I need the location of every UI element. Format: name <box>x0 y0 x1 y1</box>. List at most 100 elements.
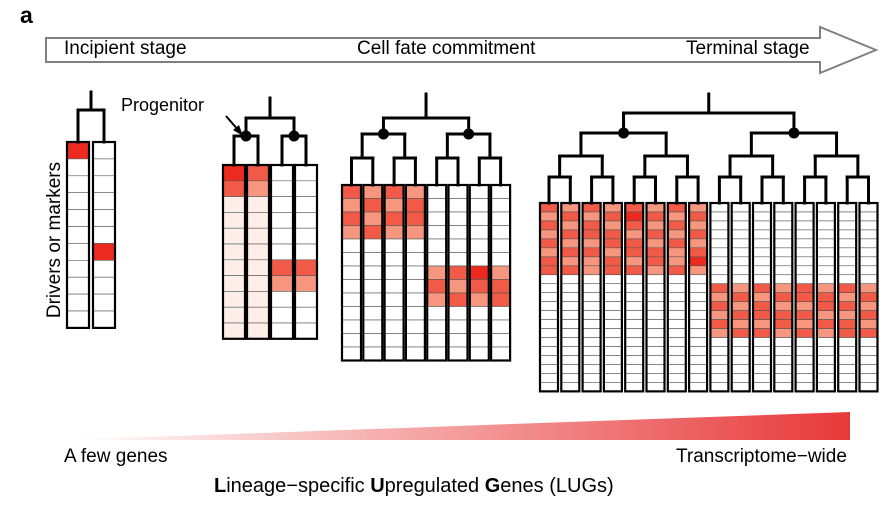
stage-4-sixteen-lineages-col-16-cell-6 <box>859 247 878 258</box>
stage-2-four-lineages-col-1-cell-3 <box>222 196 246 213</box>
stage-3-eight-lineages-col-1-cell-1 <box>341 184 362 199</box>
stage-4-sixteen-lineages-col-1-cell-15 <box>539 328 559 338</box>
stage-4-sixteen-lineages-col-3-cell-10 <box>582 283 601 294</box>
stage-4-sixteen-lineages-col-1-cell-21 <box>539 382 559 392</box>
stage-4-sixteen-lineages-col-3-cell-4 <box>582 229 601 240</box>
stage-3-eight-lineages-col-5-cell-8 <box>426 279 447 294</box>
stage-2-four-lineages-col-2-cell-6 <box>246 243 270 261</box>
stage-4-sixteen-lineages-col-15-cell-4 <box>837 229 857 240</box>
stage-4-sixteen-lineages-col-15-cell-17 <box>837 346 857 356</box>
stage-4-sixteen-lineages-col-10-cell-2 <box>731 211 751 222</box>
stage-1-two-lineages-col-2-cell-11 <box>92 310 116 329</box>
stage-4-sixteen-lineages-col-11-cell-7 <box>752 256 772 267</box>
stage-4-sixteen-lineages-col-4-cell-9 <box>603 274 623 285</box>
stage-4-sixteen-lineages-col-5-cell-14 <box>624 319 644 329</box>
stage-4-sixteen-lineages-col-4-cell-17 <box>603 346 623 356</box>
stage-4-sixteen-lineages-col-8-cell-17 <box>688 346 708 356</box>
stage-4-sixteen-lineages-col-13-cell-8 <box>795 265 814 276</box>
stage-4-sixteen-lineages-col-3-cell-11 <box>582 292 601 302</box>
stage-4-sixteen-lineages-col-11-cell-17 <box>752 346 772 356</box>
stage-4-sixteen-lineages-col-16-cell-20 <box>859 373 878 383</box>
stage-4-sixteen-lineages-col-11-cell-14 <box>752 319 772 329</box>
stage-4-sixteen-lineages-col-2-cell-18 <box>560 355 580 365</box>
stage-4-sixteen-lineages-col-6-cell-9 <box>646 274 665 285</box>
stage-3-eight-lineages-col-8-cell-10 <box>490 306 511 321</box>
stage-4-sixteen-lineages-col-12-cell-9 <box>773 274 793 285</box>
stage-3-eight-lineages-col-6-cell-11 <box>448 319 468 334</box>
stage-4-sixteen-lineages-col-12-cell-19 <box>773 364 793 374</box>
stage-4-sixteen-lineages-col-2-cell-9 <box>560 274 580 285</box>
stage-2-four-lineages-col-4-cell-11 <box>294 322 318 340</box>
stage-4-sixteen-lineages-col-5-cell-9 <box>624 274 644 285</box>
stage-4-sixteen-lineages-col-9-cell-3 <box>710 220 729 231</box>
stage-2-four-lineages-col-3-cell-4 <box>270 212 294 229</box>
stage-4-sixteen-lineages-col-3-cell-15 <box>582 328 601 338</box>
stage-3-eight-lineages-col-3-cell-13 <box>384 346 404 361</box>
stage-4-sixteen-lineages-col-5-cell-18 <box>624 355 644 365</box>
stage-1-two-lineages-col-1-cell-11 <box>66 310 90 329</box>
lugs-title-part-1: ineage−specific <box>226 475 371 497</box>
stage-4-sixteen-lineages-col-6-cell-3 <box>646 220 665 231</box>
stage-2-four-lineages-col-3-cell-7 <box>270 259 294 276</box>
stage-4-sixteen-lineages-col-2-cell-3 <box>560 220 580 231</box>
stage-3-eight-lineages-col-5-cell-5 <box>426 238 447 253</box>
stage-3-eight-lineages-col-6-cell-13 <box>448 346 468 361</box>
stage-4-sixteen-lineages-col-14-cell-6 <box>816 247 836 258</box>
stage-4-sixteen-lineages-col-3-cell-7 <box>582 256 601 267</box>
stage-4-sixteen-lineages-col-7-cell-8 <box>667 265 687 276</box>
stage-2-four-lineages-col-3-cell-8 <box>270 275 294 292</box>
stage-4-sixteen-lineages-col-1-cell-5 <box>539 238 559 249</box>
stage-4-sixteen-lineages-col-13-cell-10 <box>795 283 814 294</box>
stage-1-two-lineages-col-2-cell-4 <box>92 192 116 210</box>
stage-1-two-lineages-col-1-cell-4 <box>66 192 90 210</box>
stage-4-sixteen-lineages-col-9-cell-6 <box>710 247 729 258</box>
stage-2-four-lineages-col-2-cell-5 <box>246 227 270 245</box>
stage-4-sixteen-lineages-col-12-cell-3 <box>773 220 793 231</box>
stage-3-eight-lineages-col-7-cell-5 <box>469 238 490 253</box>
stage-2-four-lineages-col-4-cell-3 <box>294 196 318 213</box>
stage-4-sixteen-lineages-col-12-cell-6 <box>773 247 793 258</box>
stage-4-sixteen-lineages-col-15-cell-6 <box>837 247 857 258</box>
stage-4-sixteen-lineages-col-14-cell-14 <box>816 319 836 329</box>
stage-4-sixteen-lineages-col-6-cell-4 <box>646 229 665 240</box>
stage-4-sixteen-lineages-col-8-cell-21 <box>688 382 708 392</box>
stage-3-eight-lineages-col-1-cell-9 <box>341 292 362 307</box>
stage-4-sixteen-lineages-col-15-cell-7 <box>837 256 857 267</box>
stage-4-sixteen-lineages-col-2-cell-7 <box>560 256 580 267</box>
stage-3-eight-lineages-col-2-cell-12 <box>362 333 383 348</box>
stage-3-eight-lineages-col-1-cell-7 <box>341 265 362 280</box>
stage-2-four-lineages-col-2-cell-2 <box>246 180 270 197</box>
stage-4-sixteen-lineages-col-4-cell-16 <box>603 337 623 347</box>
stage-4-sixteen-lineages-col-1-cell-4 <box>539 229 559 240</box>
stage-3-eight-lineages-col-2-cell-3 <box>362 211 383 226</box>
stage-4-sixteen-lineages-col-6-cell-5 <box>646 238 665 249</box>
stage-2-four-lineages-col-2-cell-3 <box>246 196 270 213</box>
stage-3-eight-lineages-col-6-cell-7 <box>448 265 468 280</box>
stage-3-eight-lineages-col-8-cell-1 <box>490 184 511 199</box>
stage-4-sixteen-lineages-col-6-cell-18 <box>646 355 665 365</box>
stage-3-eight-lineages-col-3-cell-11 <box>384 319 404 334</box>
stage-3-eight-lineages-col-8-cell-9 <box>490 292 511 307</box>
stage-4-sixteen-lineages-col-10-cell-6 <box>731 247 751 258</box>
stage-4-sixteen-lineages-col-8-cell-8 <box>688 265 708 276</box>
stage-1-two-lineages-col-2-cell-2 <box>92 158 116 177</box>
stage-3-eight-lineages-col-8-cell-6 <box>490 252 511 267</box>
stage-4-sixteen-lineages-col-8-cell-10 <box>688 283 708 294</box>
stage-4-sixteen-lineages-col-15-cell-9 <box>837 274 857 285</box>
stage-2-four-lineages-col-1-cell-1 <box>222 164 246 182</box>
stage-4-sixteen-lineages-col-10-cell-12 <box>731 301 751 311</box>
stage-2-four-lineages-col-1-cell-6 <box>222 243 246 261</box>
stage-4-sixteen-lineages-col-14-cell-19 <box>816 364 836 374</box>
stage-3-eight-lineages-col-3-cell-1 <box>384 184 404 199</box>
stage-4-sixteen-lineages-col-14-cell-18 <box>816 355 836 365</box>
stage-3-eight-lineages-col-1-cell-2 <box>341 198 362 213</box>
stage-4-sixteen-lineages-col-15-cell-14 <box>837 319 857 329</box>
stage-label-terminal: Terminal stage <box>686 38 810 59</box>
stage-4-sixteen-lineages-col-11-cell-6 <box>752 247 772 258</box>
stage-3-eight-lineages-col-2-cell-10 <box>362 306 383 321</box>
stage-4-sixteen-lineages-col-15-cell-10 <box>837 283 857 294</box>
stage-4-sixteen-lineages-col-5-cell-15 <box>624 328 644 338</box>
stage-4-sixteen-lineages-col-11-cell-3 <box>752 220 772 231</box>
